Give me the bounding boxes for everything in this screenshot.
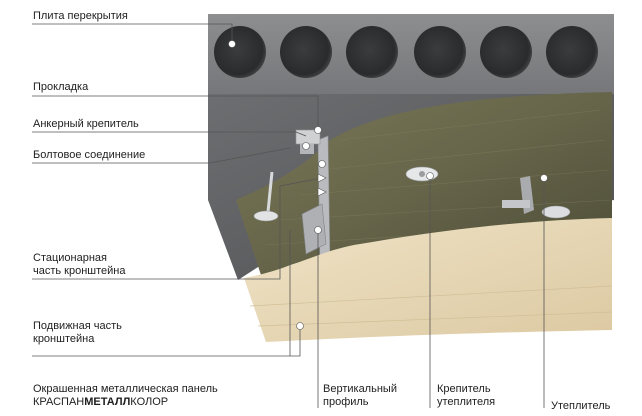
label-bracket-fixed-line1: Стационарная bbox=[33, 252, 126, 265]
brand-part-c: КОЛОР bbox=[130, 396, 168, 408]
label-bracket-fixed-line2: часть кронштейна bbox=[33, 265, 126, 278]
label-fastener: Крепитель утеплителя bbox=[437, 383, 495, 409]
label-bracket-fixed: Стационарная часть кронштейна bbox=[33, 252, 126, 278]
label-profile: Вертикальный профиль bbox=[323, 383, 397, 409]
label-bracket-moving: Подвижная часть кронштейна bbox=[33, 320, 122, 346]
label-anchor: Анкерный крепитель bbox=[33, 118, 139, 131]
label-bolt: Болтовое соединение bbox=[33, 149, 145, 162]
label-insulation: Утеплитель bbox=[551, 400, 610, 413]
label-slab: Плита перекрытия bbox=[33, 10, 128, 23]
label-gasket: Прокладка bbox=[33, 81, 88, 94]
label-bracket-moving-line1: Подвижная часть bbox=[33, 320, 122, 333]
label-panel-line1: Окрашенная металлическая панель bbox=[33, 383, 218, 396]
label-profile-line2: профиль bbox=[323, 396, 397, 409]
label-panel-brand: КРАСПАНМЕТАЛЛКОЛОР bbox=[33, 396, 218, 409]
label-profile-line1: Вертикальный bbox=[323, 383, 397, 396]
label-bracket-moving-line2: кронштейна bbox=[33, 333, 122, 346]
brand-part-b: МЕТАЛЛ bbox=[84, 396, 130, 408]
label-fastener-line1: Крепитель bbox=[437, 383, 495, 396]
label-fastener-line2: утеплителя bbox=[437, 396, 495, 409]
label-panel: Окрашенная металлическая панель КРАСПАНМ… bbox=[33, 383, 218, 409]
brand-part-a: КРАСПАН bbox=[33, 396, 84, 408]
